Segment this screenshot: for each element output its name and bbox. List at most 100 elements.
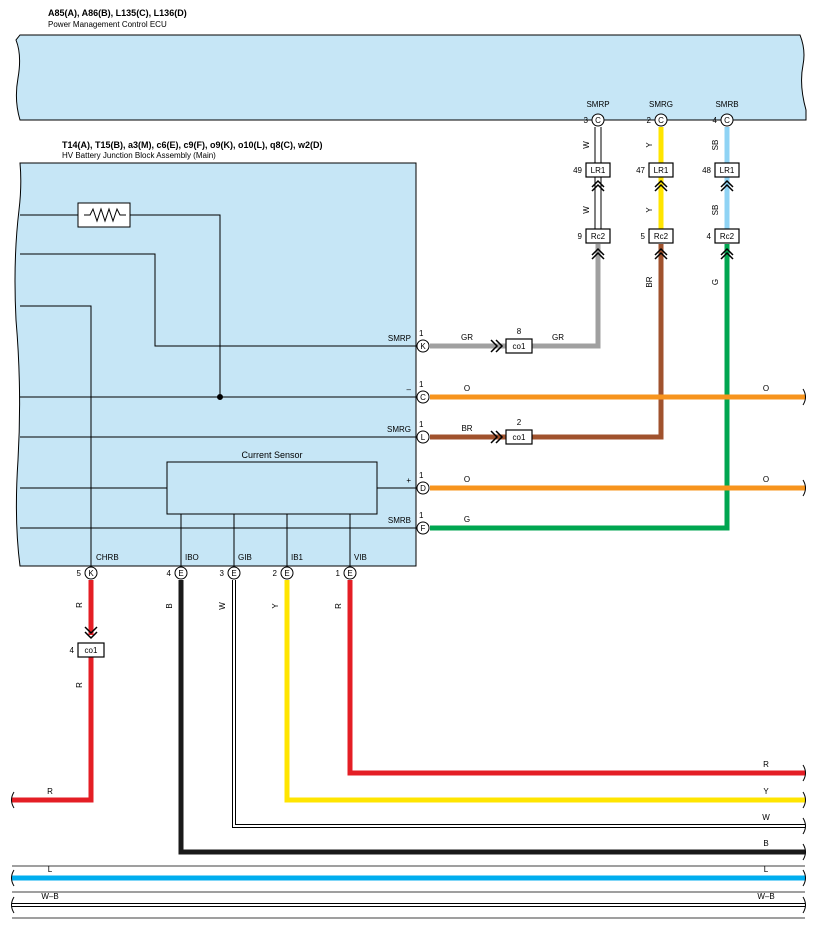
junction-bottom-terminals (84, 566, 357, 580)
chevron-marks (84, 179, 734, 640)
wire-label: GR (552, 333, 564, 342)
wire-label: G (711, 279, 720, 285)
co1-chrb-name: co1 (85, 646, 98, 655)
jb-term-label: IB1 (291, 553, 304, 562)
rc2-pin: 4 (707, 232, 712, 241)
jr-term-letter: D (420, 484, 426, 493)
jr-term-num: 1 (419, 511, 424, 520)
jb-term-num: 4 (167, 569, 172, 578)
jb-term-num: 2 (273, 569, 278, 578)
ecu-term-num: 4 (713, 116, 718, 125)
wire-label: SB (711, 140, 720, 151)
wire-smrb (430, 127, 730, 531)
lr1-name: LR1 (654, 166, 669, 175)
junction-internal-wiring (20, 202, 416, 566)
wire-smrp (430, 127, 602, 349)
wire-label: BR (645, 276, 654, 287)
jr-term-label: SMRG (387, 425, 411, 434)
rc2-connectors (585, 228, 740, 244)
jr-term-num: 1 (419, 329, 424, 338)
wire-label: L (48, 865, 53, 874)
jb-term-letter: E (178, 569, 183, 578)
current-sensor-label: Current Sensor (241, 450, 302, 460)
junction-right-terminals (416, 339, 430, 535)
bus-rails (12, 865, 805, 919)
wire-label: W (582, 141, 591, 149)
ecu-term-num: 3 (584, 116, 589, 125)
wire-label: Y (645, 142, 654, 148)
lr1-name: LR1 (720, 166, 735, 175)
jr-term-label: – (407, 385, 412, 394)
jr-term-letter: K (420, 342, 426, 351)
wire-vib (347, 580, 805, 776)
jb-term-letter: E (347, 569, 352, 578)
ecu-term-num: 2 (647, 116, 652, 125)
rc2-name: Rc2 (654, 232, 669, 241)
wire-ib1 (284, 580, 805, 803)
wire-break-marks (11, 388, 806, 914)
lr1-pin: 49 (573, 166, 582, 175)
jb-term-label: GIB (238, 553, 252, 562)
jr-term-num: 1 (419, 380, 424, 389)
ecu-term-label: SMRB (715, 100, 738, 109)
wire-label: R (334, 603, 343, 609)
wire-label: Y (645, 207, 654, 213)
wire-label: Y (271, 603, 280, 609)
co1-smrg-pin: 2 (517, 418, 522, 427)
wire-gib (232, 580, 805, 828)
co1-smrg-name: co1 (513, 433, 526, 442)
co1-smrp-name: co1 (513, 342, 526, 351)
wire-label: O (763, 384, 769, 393)
wire-label: W (762, 813, 770, 822)
co1-chrb-pin: 4 (70, 646, 75, 655)
ecu-codes: A85(A), A86(B), L135(C), L136(D) (48, 8, 187, 18)
wire-label: BR (461, 424, 472, 433)
ecu-body (15, 34, 807, 121)
wire-label: O (464, 475, 470, 484)
jr-term-letter: L (421, 433, 426, 442)
jb-term-label: VIB (354, 553, 367, 562)
jb-term-letter: K (88, 569, 94, 578)
wire-chrb (12, 580, 94, 803)
lr1-pin: 48 (702, 166, 711, 175)
wire-label: G (464, 515, 470, 524)
wire-gib-core (233, 580, 805, 827)
wire-label: W (218, 602, 227, 610)
ecu-term-label: SMRP (586, 100, 609, 109)
jr-term-num: 1 (419, 471, 424, 480)
jb-term-letter: E (284, 569, 289, 578)
rc2-pin: 9 (578, 232, 583, 241)
ecu-terminals (591, 113, 734, 127)
jb-term-num: 5 (77, 569, 82, 578)
resistor-icon (84, 207, 126, 223)
ecu-term-letter: C (595, 116, 601, 125)
wire-label: O (464, 384, 470, 393)
wire-label: O (763, 475, 769, 484)
jr-term-label: SMRP (388, 334, 411, 343)
jr-term-num: 1 (419, 420, 424, 429)
current-sensor-box (166, 461, 378, 515)
jr-term-letter: C (420, 393, 426, 402)
wire-label: B (165, 603, 174, 608)
lr1-connectors (585, 162, 740, 178)
wire-label: GR (461, 333, 473, 342)
wire-label: R (75, 682, 84, 688)
wire-label: R (75, 602, 84, 608)
junction-name: HV Battery Junction Block Assembly (Main… (62, 151, 216, 160)
jb-term-num: 3 (220, 569, 225, 578)
jb-term-label: IBO (185, 553, 199, 562)
co1-connectors (77, 338, 533, 658)
jb-term-num: 1 (336, 569, 341, 578)
jb-term-letter: E (231, 569, 236, 578)
wire-label: W (582, 206, 591, 214)
ecu-name: Power Management Control ECU (48, 20, 167, 29)
ecu-term-letter: C (724, 116, 730, 125)
wire-ibo (178, 580, 805, 855)
wire-label: B (763, 839, 768, 848)
ecu-term-label: SMRG (649, 100, 673, 109)
co1-smrp-pin: 8 (517, 327, 522, 336)
lr1-pin: 47 (636, 166, 645, 175)
junction-body (14, 162, 417, 567)
junction-codes: T14(A), T15(B), a3(M), c6(E), c9(F), o9(… (62, 140, 323, 150)
jb-term-label: CHRB (96, 553, 119, 562)
